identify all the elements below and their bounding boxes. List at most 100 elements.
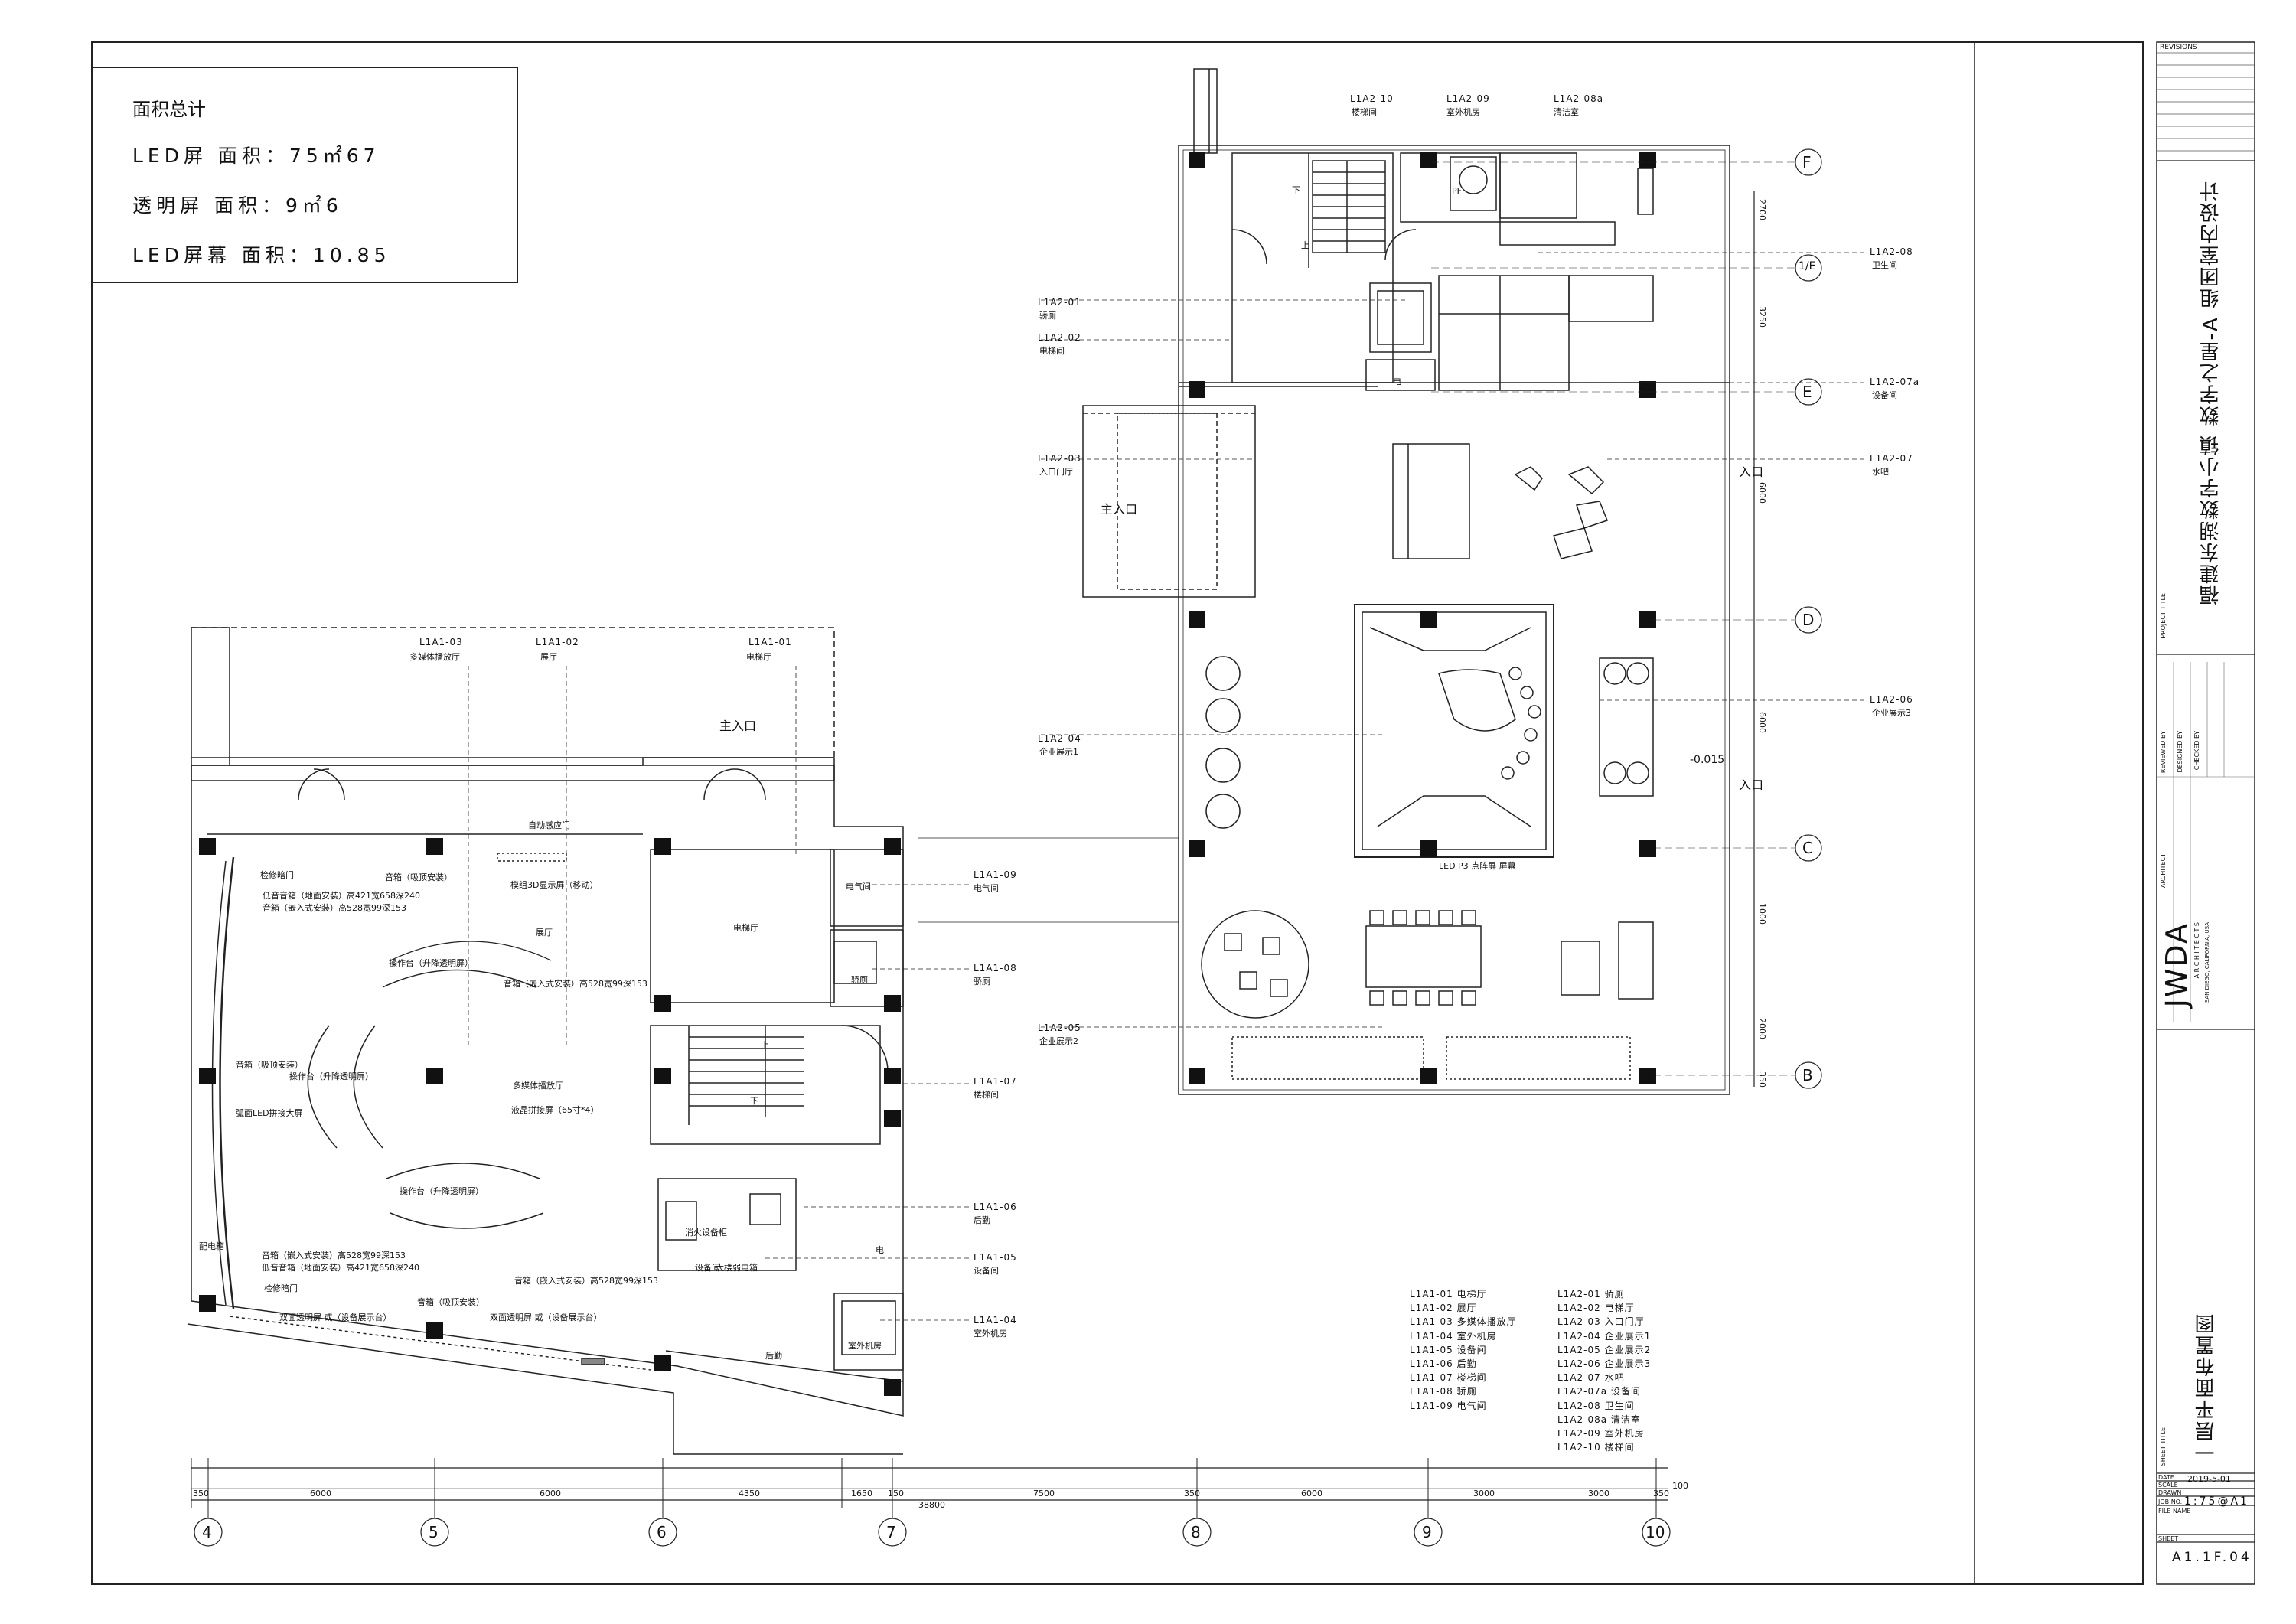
dimension: 350 xyxy=(1184,1489,1200,1498)
scale-value: 1:75@A1 xyxy=(2184,1495,2249,1508)
legend-item: L1A1-08 骄厕 xyxy=(1410,1386,1477,1397)
sheet-title-label: SHEET TITLE xyxy=(2160,1427,2167,1466)
revisions-label: REVISIONS xyxy=(2160,44,2197,51)
dimension: 150 xyxy=(888,1489,904,1498)
legend-item: L1A1-05 设备间 xyxy=(1410,1344,1487,1355)
leader-lines xyxy=(468,252,1867,1321)
legend-item: L1A2-07 水吧 xyxy=(1557,1372,1625,1384)
firm-sub: A R C H I T E C T S xyxy=(2193,922,2200,979)
tag-name: 骄厕 xyxy=(1039,311,1056,321)
grid-col-label: 5 xyxy=(429,1523,439,1541)
dimension-vert: 2000 xyxy=(1757,1018,1767,1039)
architect-label: ARCHITECT xyxy=(2160,853,2167,889)
legend-item: L1A2-07a 设备间 xyxy=(1557,1386,1641,1397)
title-block: REVISIONS PROJECT TITLE 福建东湖数字小镇 数字之星-A … xyxy=(2157,42,2255,1584)
annotation: 双面透明屏 或（设备展示台） xyxy=(279,1313,392,1322)
dimension: 3000 xyxy=(1588,1489,1609,1498)
right-main-entrance-label: 主入口 xyxy=(1101,502,1138,517)
elevator-hall-label: 电梯厅 xyxy=(733,923,758,933)
electric-label: 电 xyxy=(876,1245,884,1255)
annotation: 模组3D显示屏（移动） xyxy=(510,880,598,890)
grid-row-label: 1/E xyxy=(1799,260,1816,272)
dimension: 100 xyxy=(1672,1481,1688,1491)
dimension-vert: 6000 xyxy=(1757,712,1767,733)
dimension-vert: 350 xyxy=(1757,1071,1767,1088)
dimension: 4350 xyxy=(739,1489,760,1498)
down-label: 下 xyxy=(750,1096,758,1106)
legend-item: L1A2-03 入口门厅 xyxy=(1557,1316,1645,1328)
up-label-right: 上 xyxy=(1301,240,1309,250)
sheet-title: 一层平面布置图 xyxy=(2195,1313,2218,1463)
annotation: 音箱（嵌入式安装）高528宽99深153 xyxy=(262,1251,406,1260)
legend-item: L1A1-02 展厅 xyxy=(1410,1303,1477,1314)
designed-by-label: DESIGNED BY xyxy=(2177,731,2183,773)
grid-axis-rows xyxy=(1431,148,1822,1089)
fire-equipment-label: 消火设备柜 xyxy=(685,1228,727,1238)
tag-code: L1A1-08 xyxy=(974,963,1017,973)
tag-code: L1A2-05 xyxy=(1038,1022,1081,1033)
multimedia-hall-label: 多媒体播放厅 xyxy=(513,1081,563,1091)
tag-name: 室外机房 xyxy=(974,1329,1007,1339)
annotation: 低音音箱（地面安装）高421宽658深240 xyxy=(263,891,420,901)
dimension-vert: 6000 xyxy=(1757,482,1767,504)
tag-name: 入口门厅 xyxy=(1039,467,1073,477)
exhibit-hall-label: 展厅 xyxy=(536,928,553,938)
tag-code: L1A2-06 xyxy=(1870,694,1913,705)
area-summary-title: 面积总计 xyxy=(132,99,206,120)
job-no-label: JOB NO. xyxy=(2158,1498,2183,1505)
annotation: 操作台（升降透明屏） xyxy=(389,958,473,968)
main-entrance-label: 主入口 xyxy=(719,719,757,733)
dimension-vert: 3250 xyxy=(1757,306,1767,328)
building-a2-walls xyxy=(1082,68,1730,1095)
titleblock-frame xyxy=(2156,41,2255,1585)
distribution-box-label: 配电箱 xyxy=(199,1241,224,1251)
legend-item: L1A1-09 电气间 xyxy=(1410,1400,1487,1411)
legend-item: L1A2-09 室外机房 xyxy=(1557,1428,1645,1440)
tag-code: L1A2-08a xyxy=(1554,93,1604,104)
tag-code: L1A2-07a xyxy=(1870,377,1920,387)
tag-name: 企业展示3 xyxy=(1872,708,1911,718)
area-transparent: 透明屏 面积：9㎡6 xyxy=(132,194,343,217)
tag-code: L1A2-03 xyxy=(1038,453,1081,464)
annotation: 低音音箱（地面安装）高421宽658深240 xyxy=(262,1263,419,1273)
up-label: 上 xyxy=(761,1040,769,1050)
legend-item: L1A1-07 楼梯间 xyxy=(1410,1372,1487,1384)
annotation: 液晶拼接屏（65寸*4） xyxy=(511,1105,599,1115)
tag-code: L1A2-04 xyxy=(1038,733,1081,744)
area-led: LED屏 面积：75㎡67 xyxy=(132,145,380,167)
legend-col-a1: L1A1-01 电梯厅 L1A1-02 展厅 L1A1-03 多媒体播放厅 L1… xyxy=(1410,1287,1548,1413)
grid-col-label: 8 xyxy=(1191,1523,1201,1541)
grid-col-label: 7 xyxy=(886,1523,896,1541)
annotation: 双面透明屏 或（设备展示台） xyxy=(490,1313,602,1322)
grid-col-label: 4 xyxy=(202,1523,212,1541)
annotation: 操作台（升降透明屏） xyxy=(289,1071,373,1081)
tag-name: 企业展示1 xyxy=(1039,747,1078,757)
tag-name: 电气间 xyxy=(974,883,999,893)
annotation: 音箱（嵌入式安装）高528宽99深153 xyxy=(263,903,406,913)
tag-name: 水吧 xyxy=(1872,467,1889,477)
total-dimension: 38800 xyxy=(918,1500,945,1510)
tag-code: L1A2-08 xyxy=(1870,246,1913,257)
dimension: 1650 xyxy=(851,1489,872,1498)
outdoor-unit-room-label: 室外机房 xyxy=(848,1341,882,1351)
tag-name: 电梯间 xyxy=(1039,346,1065,356)
tag-name: 设备间 xyxy=(974,1266,999,1276)
legend-item: L1A2-10 楼梯间 xyxy=(1557,1442,1635,1453)
dimension: 350 xyxy=(1653,1489,1669,1498)
tag-code: L1A2-02 xyxy=(1038,332,1081,343)
grid-row-label: B xyxy=(1802,1066,1813,1084)
down-label-right: 下 xyxy=(1292,185,1300,195)
grid-col-label: 6 xyxy=(657,1523,667,1541)
electric-label-right: 电 xyxy=(1393,377,1401,386)
grid-col-label: 10 xyxy=(1645,1523,1665,1541)
annotation: 音箱（吸顶安装） xyxy=(236,1060,303,1070)
tag-code: L1A2-07 xyxy=(1870,453,1913,464)
legend-item: L1A2-04 企业展示1 xyxy=(1557,1330,1652,1342)
building-a1-walls xyxy=(187,627,904,1455)
tag-name: 展厅 xyxy=(540,652,557,662)
annotation: 音箱（吸顶安装） xyxy=(385,872,452,882)
pf-label: PF xyxy=(1452,186,1462,196)
legend-item: L1A2-06 企业展示3 xyxy=(1557,1358,1652,1370)
dimension: 6000 xyxy=(540,1489,561,1498)
title-block-lines xyxy=(2157,52,2255,1543)
